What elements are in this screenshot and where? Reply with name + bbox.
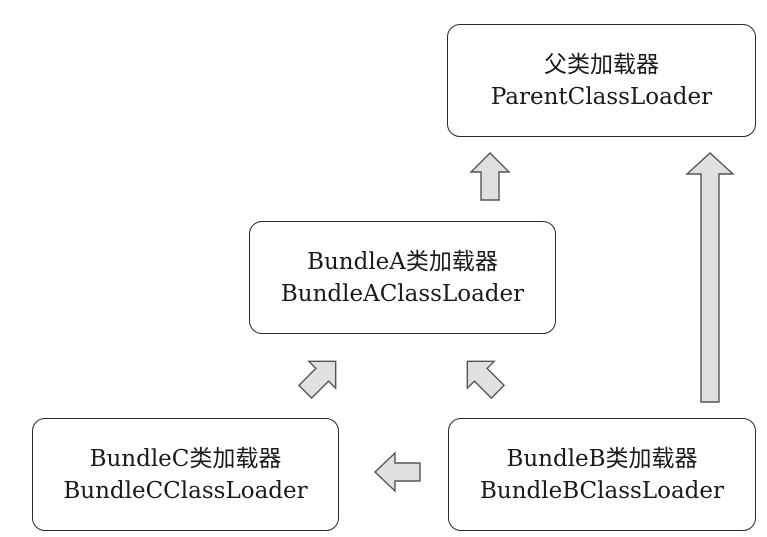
bundle-b-loader-class-name: BundleBClassLoader bbox=[480, 477, 724, 504]
arrow-bundle-b-to-parent bbox=[685, 152, 735, 403]
parent-class-loader-box: 父类加载器 ParentClassLoader bbox=[447, 24, 756, 137]
parent-loader-title: 父类加载器 bbox=[544, 51, 659, 78]
arrow-bundle-a-to-parent bbox=[469, 152, 511, 201]
bundle-c-class-loader-box: BundleC类加载器 BundleCClassLoader bbox=[32, 418, 339, 531]
bundle-a-class-loader-box: BundleA类加载器 BundleAClassLoader bbox=[249, 221, 556, 334]
bundle-c-loader-title: BundleC类加载器 bbox=[89, 445, 282, 472]
arrow-bundle-b-to-bundle-a bbox=[466, 360, 506, 400]
bundle-a-loader-class-name: BundleAClassLoader bbox=[280, 280, 525, 307]
bundle-b-loader-title: BundleB类加载器 bbox=[506, 445, 698, 472]
bundle-c-loader-class-name: BundleCClassLoader bbox=[63, 477, 308, 504]
bundle-b-class-loader-box: BundleB类加载器 BundleBClassLoader bbox=[448, 418, 756, 531]
arrow-bundle-b-to-bundle-c bbox=[373, 451, 421, 493]
parent-loader-class-name: ParentClassLoader bbox=[490, 83, 713, 110]
arrow-bundle-c-to-bundle-a bbox=[297, 360, 337, 400]
bundle-a-loader-title: BundleA类加载器 bbox=[307, 248, 498, 275]
